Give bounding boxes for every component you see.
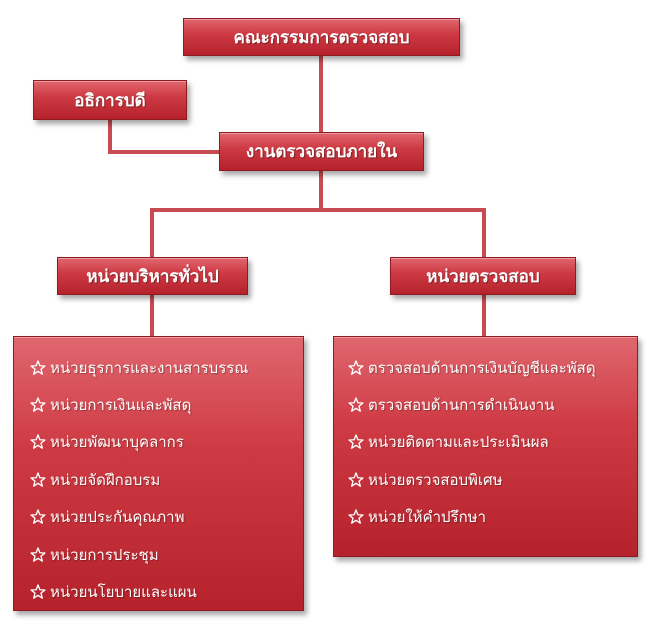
audit-item-label: ตรวจสอบด้านการเงินบัญชีและพัสดุ	[368, 358, 596, 377]
admin-item-label: หน่วยธุรการและงานสารบรรณ	[50, 358, 249, 377]
star-outline-icon	[348, 360, 364, 375]
connector-branch-left	[150, 208, 154, 258]
committee-box: คณะกรรมการตรวจสอบ	[183, 18, 460, 56]
audit-item-label: หน่วยตรวจสอบพิเศษ	[368, 470, 503, 489]
audit-unit-box: หน่วยตรวจสอบ	[390, 257, 576, 295]
list-item: หน่วยประกันคุณภาพ	[30, 499, 303, 536]
audit-unit-list: ตรวจสอบด้านการเงินบัญชีและพัสดุ ตรวจสอบด…	[333, 336, 638, 557]
admin-unit-list: หน่วยธุรการและงานสารบรรณ หน่วยการเงินและ…	[13, 336, 304, 611]
admin-item-label: หน่วยการประชุม	[50, 545, 159, 564]
admin-unit-box: หน่วยบริหารทั่วไป	[57, 257, 248, 295]
director-box: อธิการบดี	[33, 80, 187, 120]
connector-admin-list	[150, 294, 154, 336]
director-label: อธิการบดี	[74, 90, 146, 111]
star-outline-icon	[30, 546, 46, 562]
list-item: หน่วยนโยบายและแผน	[30, 573, 303, 610]
list-item: หน่วยให้คำปรึกษา	[348, 499, 637, 536]
star-outline-icon	[348, 434, 364, 450]
star-outline-icon	[30, 434, 46, 450]
star-outline-icon	[348, 397, 364, 412]
audit-item-label: หน่วยให้คำปรึกษา	[368, 508, 486, 527]
audit-unit-title: หน่วยตรวจสอบ	[426, 266, 540, 287]
list-item: ตรวจสอบด้านการดำเนินงาน	[348, 386, 637, 423]
committee-label: คณะกรรมการตรวจสอบ	[233, 27, 410, 48]
admin-item-label: หน่วยการเงินและพัสดุ	[50, 396, 192, 415]
list-item: หน่วยตรวจสอบพิเศษ	[348, 461, 637, 498]
star-outline-icon	[30, 360, 46, 375]
star-outline-icon	[30, 509, 46, 525]
list-item: หน่วยพัฒนาบุคลากร	[30, 424, 303, 461]
connector-director-horizontal	[108, 150, 220, 154]
audit-item-label: หน่วยติดตามและประเมินผล	[368, 433, 549, 452]
internal-audit-box: งานตรวจสอบภายใน	[219, 132, 424, 171]
connector-branch-horizontal	[150, 208, 486, 212]
connector-audit-list	[482, 294, 486, 336]
star-outline-icon	[30, 472, 46, 487]
admin-item-label: หน่วยพัฒนาบุคลากร	[50, 433, 184, 452]
admin-item-label: หน่วยประกันคุณภาพ	[50, 508, 185, 527]
connector-director-vertical	[108, 120, 112, 152]
admin-item-label: หน่วยจัดฝึกอบรม	[50, 470, 161, 489]
list-item: หน่วยติดตามและประเมินผล	[348, 424, 637, 461]
connector-internal-down	[319, 170, 323, 210]
admin-item-label: หน่วยนโยบายและแผน	[50, 583, 197, 602]
star-outline-icon	[30, 584, 46, 599]
connector-committee-internal	[319, 55, 323, 133]
star-outline-icon	[30, 397, 46, 412]
list-item: หน่วยจัดฝึกอบรม	[30, 461, 303, 498]
audit-item-label: ตรวจสอบด้านการดำเนินงาน	[368, 396, 555, 415]
list-item: หน่วยธุรการและงานสารบรรณ	[30, 349, 303, 386]
list-item: หน่วยการประชุม	[30, 536, 303, 573]
connector-branch-right	[482, 208, 486, 258]
list-item: หน่วยการเงินและพัสดุ	[30, 386, 303, 423]
internal-audit-label: งานตรวจสอบภายใน	[245, 142, 398, 162]
admin-unit-title: หน่วยบริหารทั่วไป	[86, 266, 219, 287]
star-outline-icon	[348, 509, 364, 525]
star-outline-icon	[348, 472, 364, 487]
list-item: ตรวจสอบด้านการเงินบัญชีและพัสดุ	[348, 349, 637, 386]
